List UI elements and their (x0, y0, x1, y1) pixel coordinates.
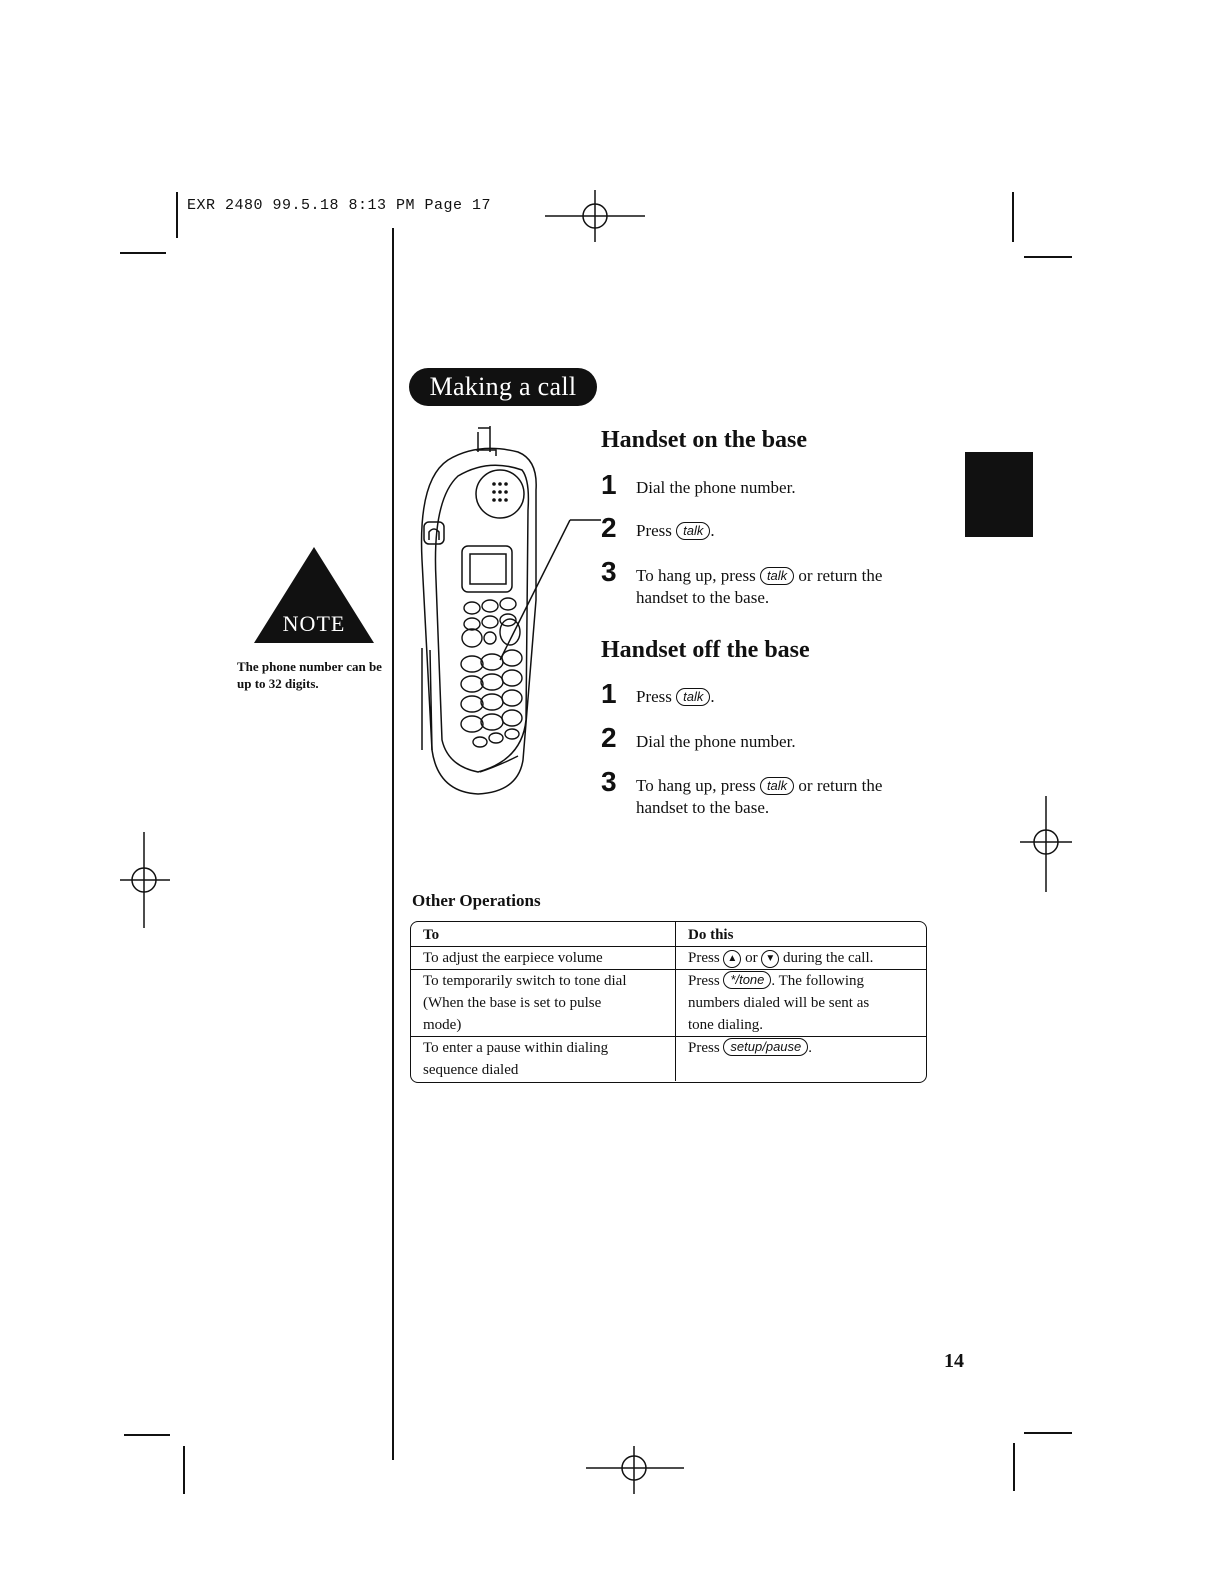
table-row: To adjust the earpiece volume Press ▲ or… (411, 946, 926, 970)
step-text-post: . (710, 687, 715, 706)
step-text-post: or return the (798, 776, 883, 795)
note-text: The phone number can be up to 32 digits. (237, 659, 382, 691)
registration-mark-top (545, 190, 645, 242)
table-cell: or (745, 950, 758, 966)
table-cell: To temporarily switch to tone dial (423, 973, 627, 989)
crop-mark (1013, 1443, 1015, 1491)
crop-mark (1024, 256, 1072, 258)
talk-key-icon: talk (676, 688, 711, 706)
crop-mark (183, 1446, 185, 1494)
table-row: To temporarily switch to tone dial (When… (411, 969, 926, 1037)
crop-mark (1012, 192, 1014, 242)
table-cell: tone dialing. (688, 1017, 763, 1033)
step-text: Dial the phone number. (636, 732, 796, 751)
down-arrow-key-icon: ▼ (761, 950, 780, 968)
step-number: 2 (601, 722, 617, 753)
step-text-pre: To hang up, press (636, 776, 756, 795)
step-text: Press talk. (636, 686, 715, 708)
column-header: To (411, 922, 676, 947)
talk-key-icon: talk (759, 567, 795, 585)
other-operations-title: Other Operations (412, 891, 541, 910)
print-slug: EXR 2480 99.5.18 8:13 PM Page 17 (187, 197, 492, 214)
step-number: 1 (601, 678, 617, 709)
heading-handset-on-base: Handset on the base (601, 427, 808, 453)
table-cell: Press (688, 950, 720, 966)
crop-mark (1024, 1432, 1072, 1434)
table-cell: numbers dialed will be sent as (688, 995, 870, 1011)
crop-mark (120, 252, 166, 254)
table-cell: sequence dialed (423, 1062, 519, 1078)
step-text: To hang up, press talk or return the han… (636, 775, 882, 819)
talk-key-icon: talk (676, 522, 711, 540)
column-rule (392, 228, 394, 1460)
column-header: Do this (675, 922, 926, 947)
crop-mark (124, 1434, 170, 1436)
crop-mark (176, 192, 178, 238)
step-text-pre: Press (636, 687, 672, 706)
step-number: 1 (601, 469, 617, 500)
table-cell: (When the base is set to pulse (423, 995, 602, 1011)
page-number: 14 (944, 1350, 964, 1372)
table-row: To enter a pause within dialing sequence… (411, 1036, 926, 1081)
setup-pause-key-icon: setup/pause (723, 1038, 809, 1056)
handset-illustration (420, 426, 601, 795)
registration-mark-bottom (586, 1446, 684, 1494)
other-operations-table: To Do this To adjust the earpiece volume… (410, 921, 927, 1083)
registration-mark-left (120, 832, 170, 928)
step-text-pre: Press (636, 521, 672, 540)
step-number: 3 (601, 766, 617, 797)
chapter-tab (965, 452, 1033, 537)
note-triangle-icon (254, 547, 374, 643)
table-cell: Press (688, 973, 720, 989)
section-title: Making a call (409, 368, 597, 406)
step-text-line2: handset to the base. (636, 798, 770, 817)
step-text-post: . (710, 521, 715, 540)
up-arrow-key-icon: ▲ (723, 950, 742, 968)
tone-key-icon: */tone (723, 971, 772, 989)
note-badge: NOTE (282, 611, 346, 636)
table-cell: . (808, 1040, 813, 1056)
table-cell: Press (688, 1040, 720, 1056)
step-text: To hang up, press talk or return the han… (636, 565, 882, 609)
talk-key-icon: talk (759, 777, 795, 795)
table-cell: during the call. (782, 950, 874, 966)
table-cell: To enter a pause within dialing (423, 1040, 609, 1056)
registration-mark-right (1020, 796, 1072, 892)
table-cell: . The following (771, 973, 865, 989)
step-text-post: or return the (798, 566, 883, 585)
step-text-pre: To hang up, press (636, 566, 756, 585)
step-text: Dial the phone number. (636, 478, 796, 497)
step-text-line2: handset to the base. (636, 588, 770, 607)
heading-handset-off-base: Handset off the base (601, 637, 810, 663)
table-cell: mode) (423, 1017, 462, 1033)
step-number: 3 (601, 556, 617, 587)
step-text: Press talk. (636, 520, 715, 542)
step-number: 2 (601, 512, 617, 543)
table-cell: To adjust the earpiece volume (423, 950, 603, 966)
